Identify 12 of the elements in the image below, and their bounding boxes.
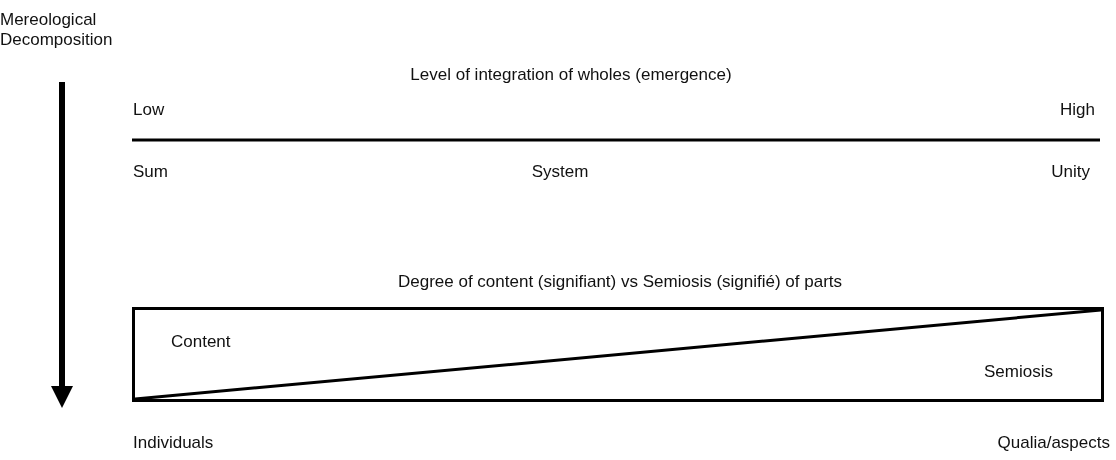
axis-title: Mereological Decomposition <box>0 10 114 50</box>
region-label: Content <box>171 332 231 352</box>
scale-label: Unity <box>1051 162 1090 182</box>
scale-title: Level of integration of wholes (emergence) <box>410 65 732 85</box>
region-label: Semiosis <box>984 362 1053 382</box>
scale-label: Sum <box>133 162 168 182</box>
panel-end-label: Individuals <box>133 433 214 453</box>
scale-label: System <box>531 162 589 182</box>
scale-end-label: High <box>1060 100 1095 120</box>
panel-title: Degree of content (signifiant) vs Semiosis (signifié) of parts <box>397 272 843 292</box>
panel-end-label: Qualia/aspects <box>997 433 1110 453</box>
scale-end-label: Low <box>133 100 165 120</box>
